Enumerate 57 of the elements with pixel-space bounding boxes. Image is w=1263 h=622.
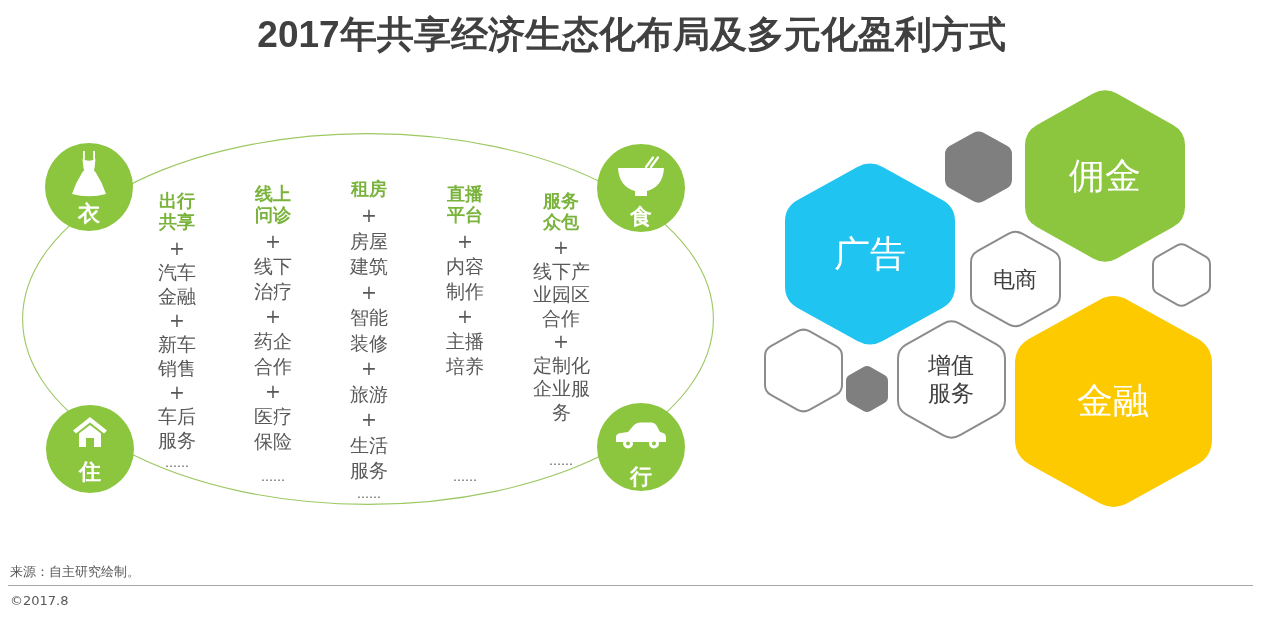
hexagon (896, 317, 1006, 441)
item-text: 医疗保险 (253, 404, 293, 454)
plus-sign: + (265, 229, 281, 254)
ellipsis-text: …… (261, 471, 285, 483)
hexagon (763, 326, 843, 414)
item-text: 药企合作 (253, 329, 293, 379)
category-heading: 服务众包 (542, 190, 580, 232)
category-label: 住 (79, 460, 101, 484)
hexagon (944, 130, 1012, 204)
plus-sign: + (361, 203, 377, 228)
category-heading: 线上问诊 (254, 183, 292, 225)
hexagon (1025, 87, 1185, 265)
plus-sign: + (361, 279, 377, 305)
hexagon (846, 365, 888, 413)
item-text: 定制化企业服务 (531, 353, 591, 424)
plus-sign: + (361, 356, 377, 381)
item-text: 生活服务 (349, 432, 389, 483)
category-label: 食 (630, 205, 652, 229)
hexagon (969, 229, 1061, 329)
item-text: 旅游 (350, 381, 388, 407)
item-text: 线下治疗 (253, 254, 293, 304)
item-text: 汽车金融 (157, 260, 197, 308)
item-text: 房屋建筑 (349, 228, 389, 279)
item-text: 新车销售 (157, 332, 197, 380)
footnote-text: ©2017.8 (10, 592, 69, 610)
category-label: 衣 (78, 202, 100, 226)
plus-sign: + (169, 308, 185, 332)
plus-sign: + (169, 380, 185, 404)
plus-sign: + (457, 304, 473, 329)
category-heading: 直播平台 (446, 183, 484, 225)
hexagon-label: 佣金 (1069, 154, 1141, 198)
ellipsis-text: …… (165, 457, 189, 469)
item-text: 内容制作 (445, 254, 485, 304)
plus-sign: + (265, 379, 281, 404)
ellipsis-text: …… (549, 455, 573, 467)
category-heading: 出行共享 (158, 190, 196, 232)
plus-sign: + (457, 229, 473, 254)
item-text: 主播培养 (445, 329, 485, 379)
footnote-text: 来源：自主研究绘制。 (10, 563, 140, 581)
plus-sign: + (169, 236, 185, 260)
item-text: 智能装修 (349, 305, 389, 356)
plus-sign: + (265, 304, 281, 329)
ellipsis-text: …… (453, 471, 477, 483)
hexagon-label: 电商 (993, 265, 1037, 293)
plus-sign: + (553, 236, 569, 260)
ellipsis-text: …… (357, 488, 381, 500)
hexagon-label: 金融 (1077, 379, 1149, 423)
hexagon-label: 增值服务 (927, 351, 975, 407)
category-heading: 租房 (351, 178, 387, 199)
item-text: 线下产业园区合作 (531, 259, 591, 330)
hexagon-label: 广告 (834, 232, 906, 276)
category-label: 行 (630, 465, 652, 489)
hexagon (1151, 242, 1211, 308)
title: 2017年共享经济生态化布局及多元化盈利方式 (257, 13, 1006, 57)
item-text: 车后服务 (157, 404, 197, 452)
plus-sign: + (553, 330, 569, 354)
plus-sign: + (361, 407, 377, 432)
